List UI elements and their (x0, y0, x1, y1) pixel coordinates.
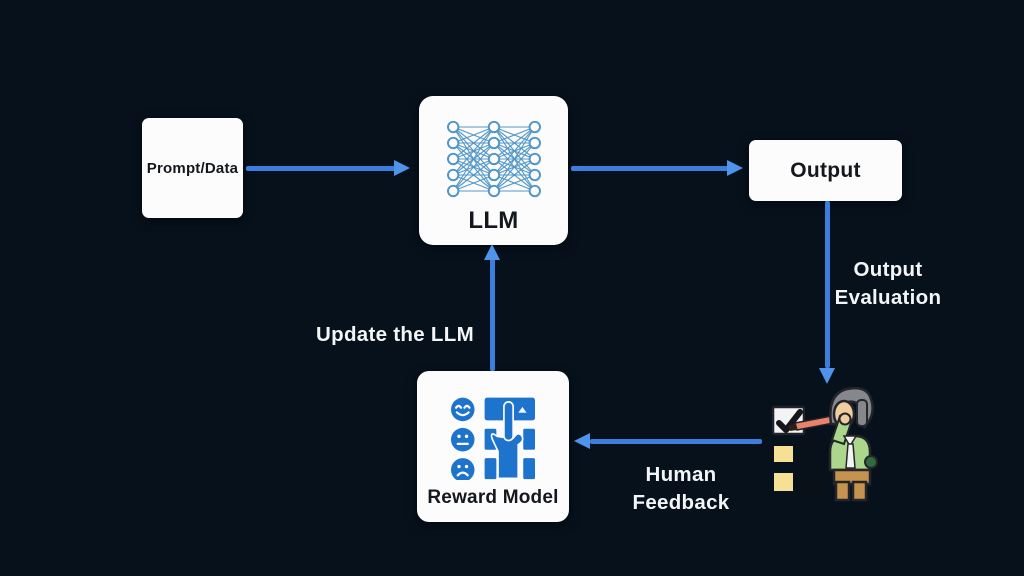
node-llm: LLM (419, 96, 568, 245)
rating-faces-hand-icon (451, 397, 535, 480)
arrow-reward-to-llm (490, 258, 495, 371)
arrow-human-to-reward (590, 439, 762, 444)
node-llm-label: LLM (468, 206, 519, 234)
arrow-output-to-human (825, 201, 830, 368)
edge-label-output-evaluation: Output Evaluation (834, 258, 942, 309)
human-evaluator-checklist-icon (771, 386, 878, 502)
arrow-prompt-to-llm (246, 166, 396, 171)
node-reward-model: Reward Model (417, 371, 569, 522)
node-output: Output (749, 140, 902, 201)
edge-label-human-feedback: Human Feedback (632, 463, 730, 514)
node-reward-model-label: Reward Model (427, 487, 559, 508)
node-prompt-data: Prompt/Data (142, 118, 243, 218)
edge-label-update-the-llm: Update the LLM (316, 323, 474, 346)
arrowhead-output-to-human (819, 368, 835, 384)
node-prompt-data-label: Prompt/Data (146, 159, 239, 177)
arrowhead-human-to-reward (574, 433, 590, 449)
arrowhead-prompt-to-llm (394, 160, 410, 176)
arrowhead-llm-to-output (727, 160, 743, 176)
node-output-label: Output (790, 158, 861, 182)
arrow-llm-to-output (571, 166, 729, 171)
neural-network-icon (446, 120, 541, 197)
arrowhead-reward-to-llm (484, 244, 500, 260)
